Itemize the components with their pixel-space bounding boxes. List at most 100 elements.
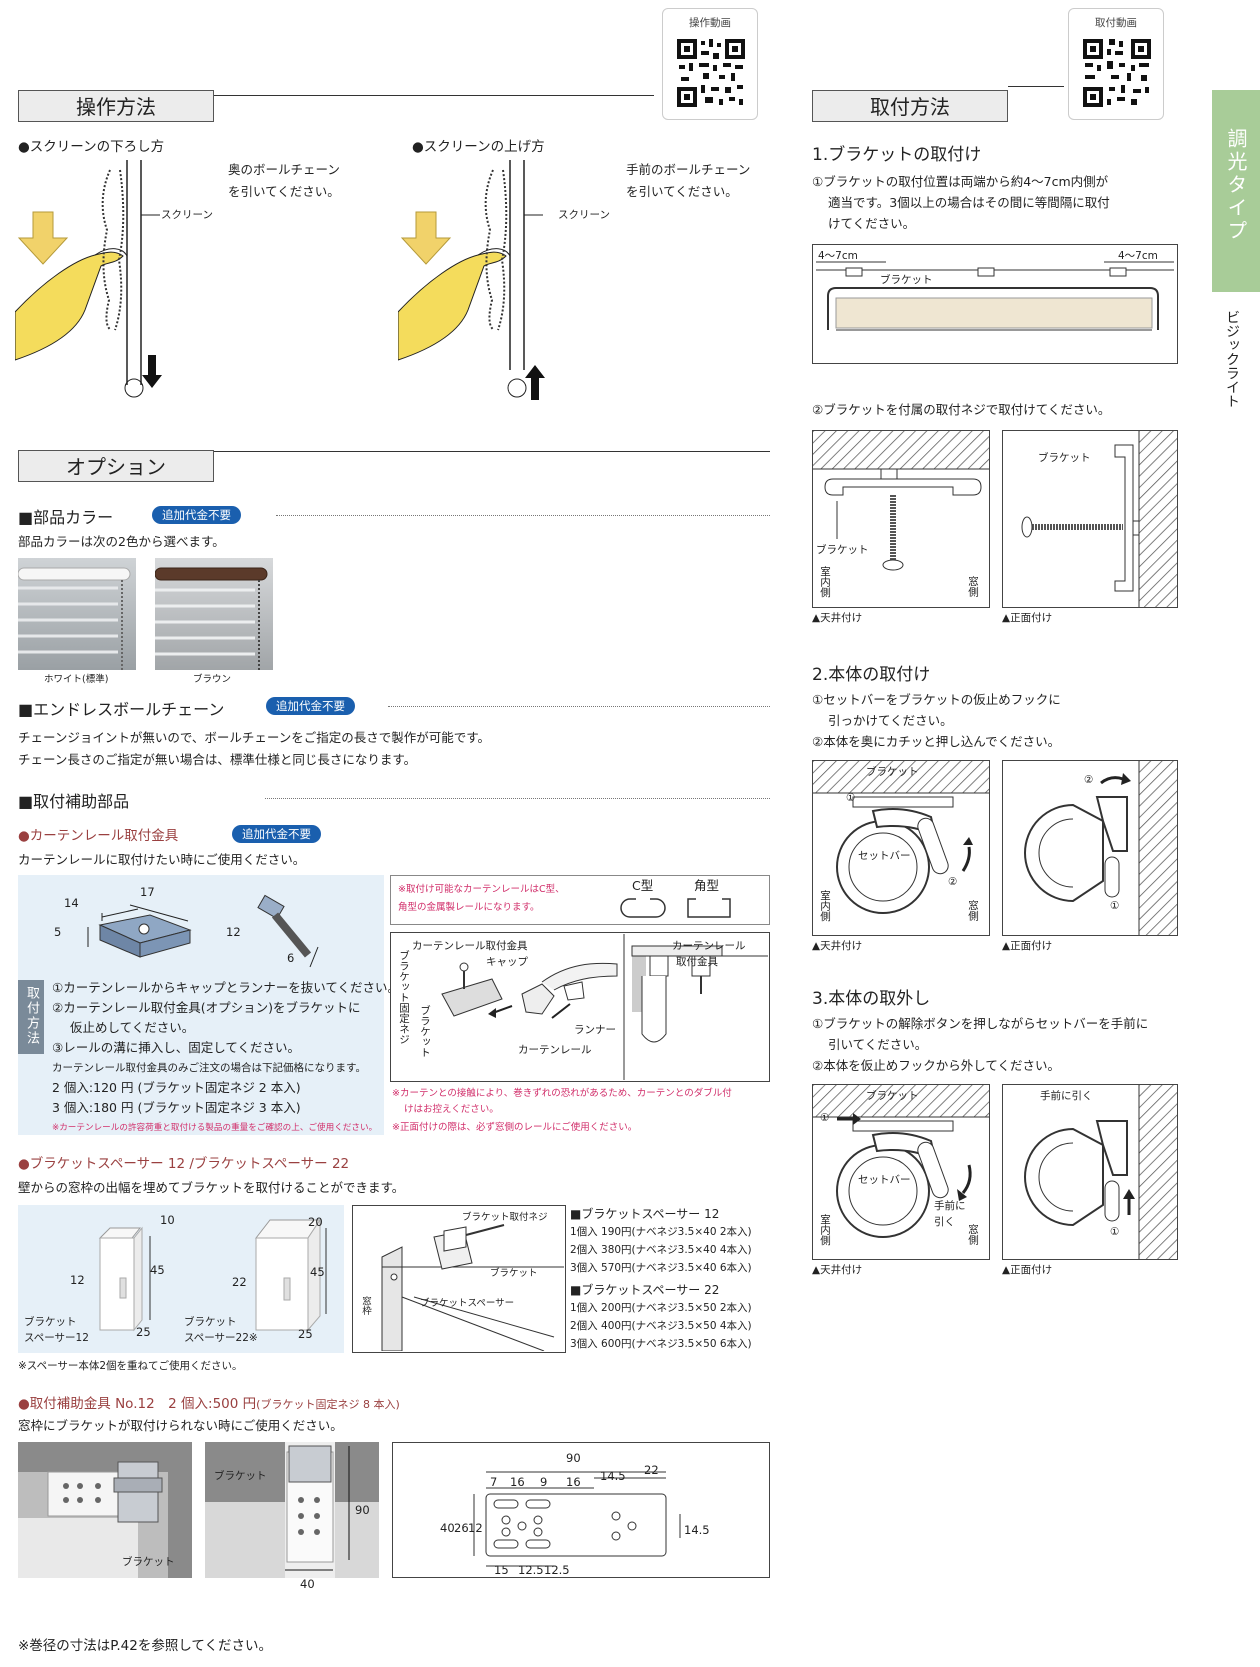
spacer12-dim-12: 12	[70, 1273, 85, 1287]
curtain-diag-runner-label: ランナー	[574, 1024, 616, 1036]
curtain-dim-6: 6	[287, 951, 295, 965]
rail-note-1: ※取付け可能なカーテンレールはC型、	[398, 884, 565, 895]
spacer12-price-3: 3個入 570円(ナベネジ3.5×40 6本入)	[570, 1262, 752, 1274]
spacer22-dim-45: 45	[310, 1265, 325, 1279]
curtain-dim-17: 17	[140, 885, 155, 899]
spacer-title: ●ブラケットスペーサー 12 /ブラケットスペーサー 22	[18, 1156, 350, 1172]
spacer22-price-1: 1個入 200円(ナベネジ3.5×50 2本入)	[570, 1302, 752, 1314]
install-s3-step2: ②本体を仮止めフックから外してください。	[812, 1058, 1060, 1073]
plate-photo1-label: ブラケット	[122, 1556, 175, 1568]
plate-dim-9: 9	[540, 1475, 548, 1489]
remove-front-caption: ▲正面付け	[1002, 1264, 1053, 1276]
section-rule	[214, 451, 770, 452]
install2-c1-ceiling: ①	[846, 792, 856, 804]
spacer12-head: ■ブラケットスペーサー 12	[570, 1207, 720, 1221]
raise-text-1: 手前のボールチェーン	[626, 162, 751, 177]
product-label: ビジックライト	[1224, 310, 1240, 408]
spacer12-price-1: 1個入 190円(ナベネジ3.5×40 2本入)	[570, 1226, 752, 1238]
curtain-step-2b: 仮止めしてください。	[70, 1020, 195, 1035]
plate-technical-drawing	[473, 1471, 681, 1567]
chain-line-1: チェーンジョイントが無いので、ボールチェーンをご指定の長さで製作が可能です。	[18, 730, 491, 745]
remove-pull-label-b: 引く	[934, 1216, 955, 1228]
curtain-desc: カーテンレールに取付けたい時にご使用ください。	[18, 852, 306, 867]
lower-text-1: 奥のボールチェーン	[228, 162, 340, 177]
plate-title-main: ●取付補助金具 No.12 2 個入:500 円	[18, 1396, 257, 1412]
curtain-badge: 追加代金不要	[232, 825, 321, 843]
bracket-dim-right: 4～7cm	[1118, 250, 1158, 262]
qr-install-video[interactable]: 取付動画	[1068, 8, 1164, 120]
remove-c1-front: ①	[1110, 1226, 1120, 1238]
install-s1-step1a: ①ブラケットの取付位置は両端から約4～7cm内側が	[812, 174, 1109, 189]
install2-bracket-label: ブラケット	[866, 766, 919, 778]
double-note-1: ※カーテンとの接触により、巻きずれの恐れがあるため、カーテンとのダブル付	[392, 1088, 732, 1099]
curtain-price-2: 3 個入:180 円 (ブラケット固定ネジ 3 本入)	[52, 1100, 301, 1115]
ceiling-caption: ▲天井付け	[812, 612, 863, 624]
curtain-step-1: ①カーテンレールからキャップとランナーを抜いてください。	[52, 980, 400, 995]
curtain-diag-rail-label: カーテンレール	[518, 1044, 592, 1056]
method-label: 取付方法	[24, 986, 39, 1046]
curtain-diag2-label-2: 取付金具	[676, 956, 718, 968]
chain-title: ■エンドレスボールチェーン	[18, 700, 225, 719]
spacer12-dim-10: 10	[160, 1213, 175, 1227]
plate-photo-1	[18, 1442, 192, 1578]
plate-photo-2	[205, 1442, 379, 1578]
parts-color-badge: 追加代金不要	[152, 506, 241, 524]
curtain-step-3: ③レールの溝に挿入し、固定してください。	[52, 1040, 300, 1055]
remove-c1-ceiling: ①	[820, 1112, 830, 1124]
qr-operation-video[interactable]: 操作動画	[662, 8, 758, 120]
brown-color-label: ブラウン	[193, 674, 232, 685]
category-label: 調光タイプ	[1224, 128, 1248, 243]
curtain-dim-14: 14	[64, 896, 79, 910]
aux-title: ■取付補助部品	[18, 792, 130, 811]
plate-dim-16b: 16	[566, 1475, 581, 1489]
section-rule	[214, 95, 654, 96]
plate-dim-40: 40	[440, 1521, 455, 1535]
body-remove-front-drawing	[1024, 1085, 1177, 1259]
spacer-diag-spacer: ブラケットスペーサー	[420, 1298, 515, 1309]
curtain-price-1: 2 個入:120 円 (ブラケット固定ネジ 2 本入)	[52, 1080, 301, 1095]
spacer22-price-3: 3個入 600円(ナベネジ3.5×50 6本入)	[570, 1338, 752, 1350]
spacer-diag-bracket: ブラケット	[490, 1268, 538, 1279]
plate-dim-26: 26	[454, 1521, 469, 1535]
curtain-diag2-label-1: カーテンレール	[672, 940, 746, 952]
dotted-rule	[265, 798, 770, 799]
remove-pull-front-label: 手前に引く	[1040, 1090, 1093, 1102]
plate-dim-12-5a: 12.5	[518, 1563, 544, 1577]
plate-dim-22: 22	[644, 1463, 659, 1477]
install-s1-step1b: 適当です。3個以上の場合はその間に等間隔に取付	[828, 195, 1110, 210]
remove-pull-label-a: 手前に	[934, 1200, 966, 1212]
section-rule	[1008, 86, 1064, 87]
bracket-ceiling-drawing	[813, 431, 989, 571]
install-s2-step1b: 引っかけてください。	[828, 713, 953, 728]
body-install-ceiling-drawing	[813, 761, 989, 914]
front-note: ※正面付けの際は、必ず窓側のレールにご使用ください。	[392, 1122, 638, 1133]
plate-desc: 窓枠にブラケットが取付けられない時にご使用ください。	[18, 1418, 343, 1433]
c-type-label: C型	[632, 878, 654, 893]
dotted-rule	[276, 515, 770, 516]
bracket-front-drawing	[1021, 431, 1177, 607]
chain-badge: 追加代金不要	[266, 697, 355, 715]
plate-title-small: (ブラケット固定ネジ 8 本入)	[256, 1398, 400, 1411]
section-title-operation: 操作方法	[18, 90, 214, 122]
ceiling-room-side: 室内側	[819, 566, 831, 598]
install-s2-title: 2.本体の取付け	[812, 665, 931, 685]
rail-note-2: 角型の金属製レールになります。	[398, 902, 540, 913]
parts-color-desc: 部品カラーは次の2色から選べます。	[18, 534, 225, 549]
curtain-diag-screw-label: ブラケット固定ネジ	[398, 950, 410, 1045]
white-color-label: ホワイト(標準)	[44, 674, 109, 685]
spacer-note: ※スペーサー本体2個を重ねてご使用ください。	[18, 1360, 243, 1372]
lower-text-2: を引いてください。	[228, 184, 340, 199]
plate-photo2-dim40: 40	[300, 1577, 315, 1591]
remove-setbar-label: セットバー	[858, 1174, 911, 1186]
install-s3-title: 3.本体の取外し	[812, 989, 931, 1009]
plate-dim-14-5b: 14.5	[684, 1523, 710, 1537]
plate-photo2-dim90: 90	[355, 1503, 370, 1517]
bracket-position-label: ブラケット	[880, 274, 933, 286]
spacer-install-drawing	[381, 1224, 564, 1351]
bracket-dim-left: 4～7cm	[818, 250, 858, 262]
body-remove-ceiling-drawing	[813, 1085, 989, 1238]
install-s1-title: 1.ブラケットの取付け	[812, 145, 982, 165]
curtain-dim-12: 12	[226, 925, 241, 939]
plate-dim-90: 90	[566, 1451, 581, 1465]
spacer22-label-2: スペーサー22※	[184, 1332, 258, 1344]
